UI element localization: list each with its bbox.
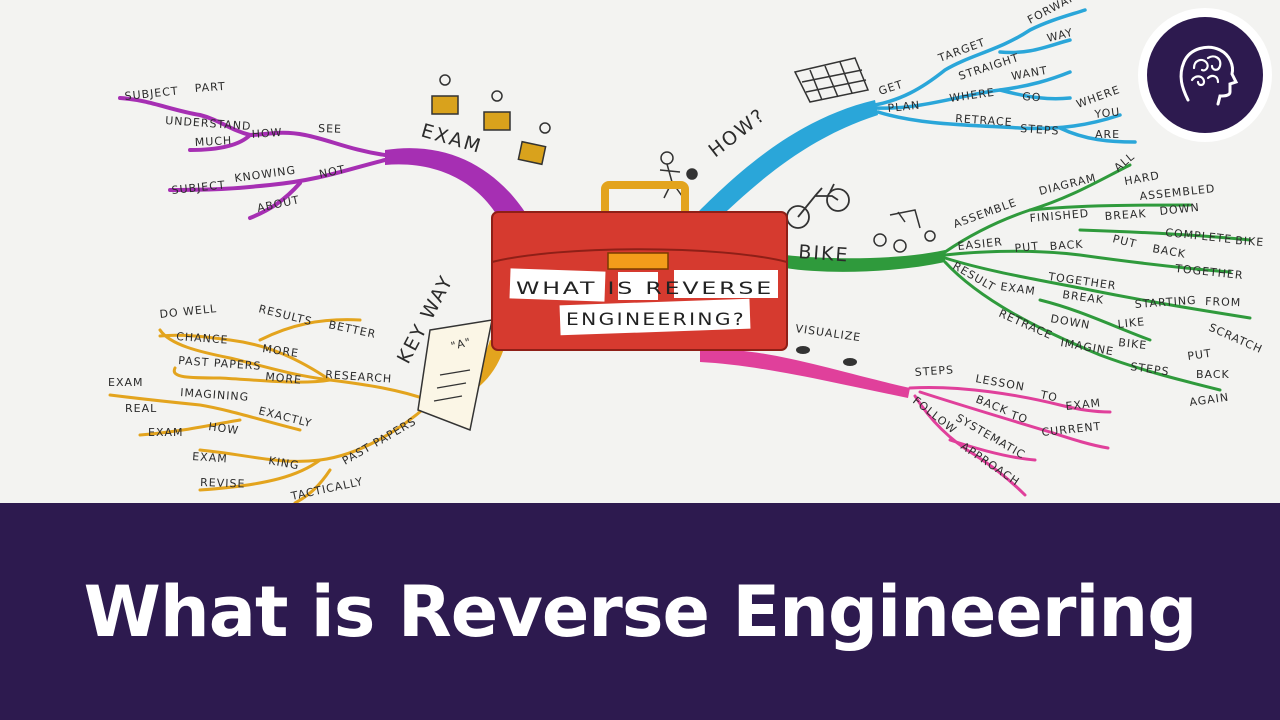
keyway-word-12: REAL	[125, 402, 157, 415]
branch-key-way: DO WELL RESULTS BETTER CHANCE MORE PAST …	[108, 271, 505, 503]
bike-word-16: TOGETHER	[1174, 262, 1244, 282]
keyway-word-3: BETTER	[327, 318, 377, 341]
how-word-13: YOU	[1093, 105, 1121, 121]
visualize-label: VISUALIZE	[795, 322, 862, 344]
bike-word-27: RETRACE	[997, 307, 1055, 342]
bike-word-12: PUT	[1014, 240, 1040, 255]
bike-word-18: STARTING	[1134, 294, 1197, 311]
bike-word-13: BACK	[1049, 238, 1084, 253]
bike-word-4: HARD	[1123, 169, 1161, 188]
keyway-word-7: MORE	[265, 370, 303, 387]
bike-word-14: PUT	[1111, 232, 1138, 251]
exam-word-1: SUBJECT	[124, 84, 179, 103]
keyway-word-6: PAST PAPERS	[178, 354, 262, 373]
bike-word-7: BREAK	[1104, 207, 1147, 223]
how-word-1: GET	[877, 78, 905, 98]
keyway-word-4: CHANCE	[176, 330, 229, 347]
bike-word-10: BIKE	[1235, 234, 1265, 249]
keyway-word-10: IMAGINING	[180, 386, 250, 404]
visualize-word-1: STEPS	[914, 363, 954, 379]
bike-word-8: DOWN	[1159, 201, 1200, 218]
how-word-6: PLAN	[887, 99, 921, 115]
how-word-9: GO	[1022, 90, 1042, 104]
keyway-word-14: HOW	[208, 420, 240, 437]
visualize-word-6: TO	[1008, 408, 1030, 426]
exam-word-5: HOW	[251, 126, 283, 141]
bike-word-2: DIAGRAM	[1038, 171, 1098, 198]
keyway-word-20: "A"	[450, 335, 473, 353]
visualize-word-8: FOLLOW	[910, 394, 959, 436]
bike-word-1: ASSEMBLE	[952, 196, 1019, 231]
bike-word-21: EXAM	[1000, 280, 1037, 298]
bike-word-29: STEPS	[1130, 360, 1171, 378]
mind-map-canvas: SUBJECT PART UNDERSTAND MUCH HOW SEE SUB…	[108, 0, 1265, 503]
center-label-line1: WHAT IS REVERSE	[516, 279, 774, 299]
brain-head-icon-graphic	[1179, 45, 1239, 106]
how-word-11: STEPS	[1020, 122, 1060, 138]
bicycle-icon	[786, 183, 850, 229]
bike-word-30: PUT	[1187, 347, 1213, 363]
bike-word-11: EASIER	[957, 235, 1003, 253]
exam-word-2: PART	[194, 80, 226, 95]
bike-word-28: IMAGINE	[1059, 336, 1114, 358]
bike-word-31: BACK	[1196, 368, 1230, 381]
keyway-word-1: DO WELL	[159, 302, 218, 321]
keyway-word-9: EXAM	[108, 376, 144, 389]
exam-word-10: ABOUT	[256, 193, 301, 215]
bike-word-24: LIKE	[1117, 315, 1146, 331]
bike-word-9: COMPLETE	[1165, 226, 1233, 246]
keyway-word-15: EXAM	[192, 450, 228, 465]
bike-word-6: FINISHED	[1029, 207, 1090, 225]
visualize-word-3: TO	[1038, 388, 1059, 405]
bike-word-15: BACK	[1151, 242, 1187, 261]
bike-label: BIKE	[798, 241, 851, 267]
keyway-word-13: EXAM	[148, 426, 184, 439]
exam-word-6: SEE	[318, 122, 342, 136]
key-ruler-icon: "A"	[417, 319, 493, 432]
central-toolbox: WHAT IS REVERSE ENGINEERING?	[491, 181, 788, 351]
brand-logo	[1138, 8, 1272, 142]
center-label-line2: ENGINEERING?	[566, 310, 746, 330]
title-banner: What is Reverse Engineering	[0, 503, 1280, 720]
how-word-14: ARE	[1095, 128, 1120, 141]
bike-word-19: FROM	[1205, 295, 1242, 309]
how-word-10: RETRACE	[955, 112, 1013, 129]
bike-word-25: BIKE	[1118, 336, 1148, 352]
keyway-word-16: KING	[267, 454, 300, 472]
bike-word-26: SCRATCH	[1207, 321, 1265, 356]
how-word-8: WANT	[1010, 64, 1048, 83]
how-word-5: WAY	[1046, 26, 1075, 45]
branch-bike: ASSEMBLE DIAGRAM ALL HARD ASSEMBLED FINI…	[785, 150, 1265, 409]
bike-word-3: ALL	[1112, 150, 1138, 175]
keyway-word-5: MORE	[262, 342, 300, 360]
keyway-word-8: RESEARCH	[325, 368, 393, 386]
keyway-word-17: REVISE	[200, 476, 246, 491]
exam-word-9: NOT	[318, 163, 347, 181]
how-word-7: WHERE	[949, 86, 996, 105]
stick-figure-icon	[659, 151, 698, 199]
exam-word-7: SUBJECT	[171, 178, 226, 197]
visualize-word-4: EXAM	[1065, 396, 1102, 413]
bike-parts-icon	[873, 209, 936, 253]
video-title: What is Reverse Engineering	[83, 570, 1198, 653]
exam-word-3: UNDERSTAND	[165, 114, 252, 133]
keyway-word-18: PAST PAPERS	[340, 415, 419, 468]
goal-net-icon	[793, 57, 870, 103]
bike-word-32: AGAIN	[1189, 391, 1230, 409]
eyes-icon	[796, 346, 857, 366]
keyway-word-2: RESULTS	[257, 302, 313, 328]
mind-map-board: SUBJECT PART UNDERSTAND MUCH HOW SEE SUB…	[108, 0, 1272, 503]
bike-word-22: BREAK	[1062, 288, 1105, 307]
branch-exam: SUBJECT PART UNDERSTAND MUCH HOW SEE SUB…	[118, 74, 551, 230]
exam-desks-icon	[431, 74, 551, 166]
bike-word-5: ASSEMBLED	[1139, 182, 1216, 203]
visualize-word-7: CURRENT	[1041, 420, 1102, 439]
brain-head-icon	[1147, 17, 1263, 133]
exam-word-4: MUCH	[194, 134, 232, 149]
how-label: HOW?	[705, 104, 771, 162]
keyway-word-19: TACTICALLY	[289, 475, 365, 503]
